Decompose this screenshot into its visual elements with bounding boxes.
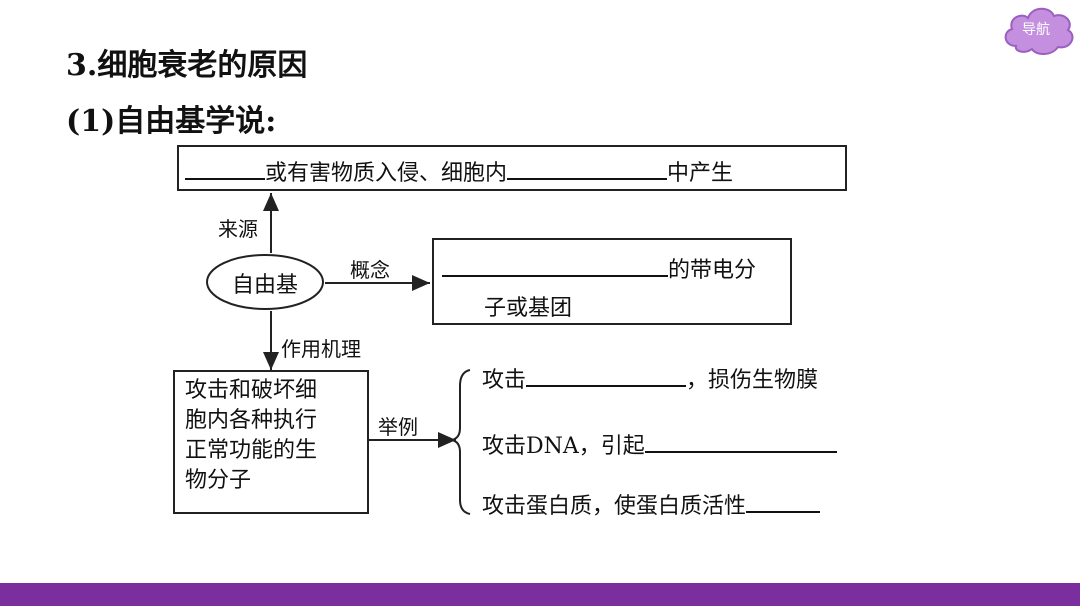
label-example: 举例 [378,415,418,439]
example-item-1: 攻击 ，损伤生物膜 [482,362,818,394]
blank-concept [442,275,668,277]
source-box: 或有害物质入侵、细胞内 中产生 [177,145,847,191]
example-item-2: 攻击DNA，引起 [482,428,837,460]
section-subtitle: (1)自由基学说: [66,104,277,139]
source-text-1: 或有害物质入侵、细胞内 [265,161,508,186]
example-item-3: 攻击蛋白质，使蛋白质活性 [482,488,821,520]
label-mechanism: 作用机理 [281,337,361,361]
mechanism-line-2: 胞内各种执行 [185,408,318,433]
label-source: 来源 [218,217,258,241]
label-concept: 概念 [350,258,390,282]
blank-source-1 [185,178,265,180]
example-1-after: ，损伤生物膜 [686,368,819,393]
nav-label: 导航 [1022,22,1050,38]
nav-cloud-icon [1004,7,1074,55]
source-text-2: 中产生 [667,161,734,186]
page-title: 3.细胞衰老的原因 [66,48,308,83]
mechanism-line-4: 物分子 [185,468,252,493]
blank-source-2 [507,178,668,180]
example-1-before: 攻击 [482,368,527,393]
center-node: 自由基 [205,253,325,311]
concept-line-1: 的带电分 [668,258,757,283]
center-label: 自由基 [231,273,298,298]
blank-example-3 [746,511,821,513]
concept-box: 的带电分 子或基团 [432,238,792,325]
blank-example-1 [526,385,687,387]
nav-button[interactable]: 导航 [1000,2,1078,60]
blank-example-2 [644,451,837,453]
mechanism-line-1: 攻击和破坏细 [185,378,318,403]
mechanism-line-3: 正常功能的生 [185,438,318,463]
center-ellipse [206,254,324,310]
example-2-text: 攻击DNA，引起 [482,434,645,459]
example-3-text: 攻击蛋白质，使蛋白质活性 [482,494,747,519]
footer-bar [0,583,1080,606]
mechanism-box: 攻击和破坏细 胞内各种执行 正常功能的生 物分子 [173,370,369,514]
concept-line-2: 子或基团 [484,296,573,321]
